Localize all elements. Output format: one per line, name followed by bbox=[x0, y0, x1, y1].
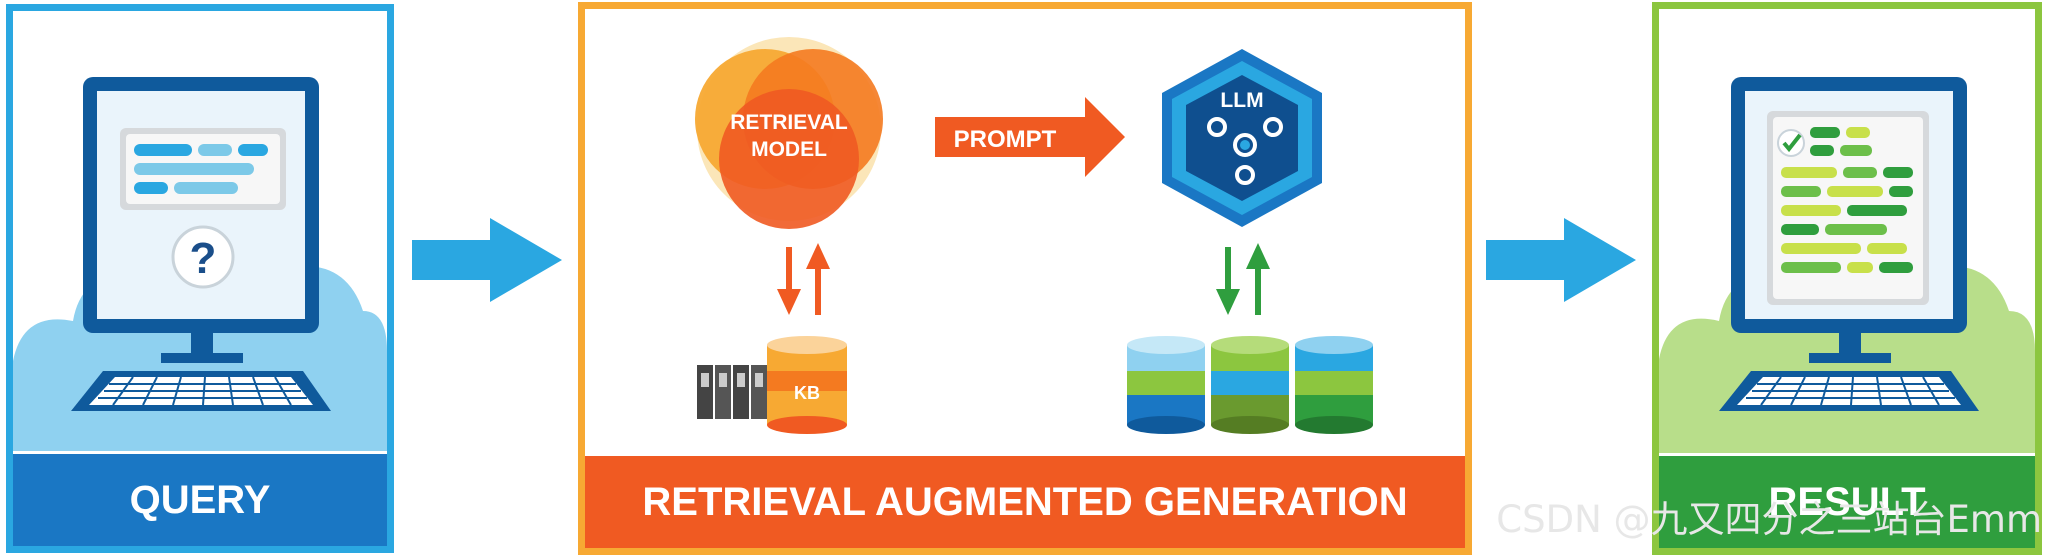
watermark: CSDN @九又四分之三站台Emm bbox=[1496, 498, 2042, 541]
result-label: RESULT bbox=[1768, 479, 1926, 524]
llm-db-arrows bbox=[1216, 243, 1270, 315]
knowledge-base-icon bbox=[767, 336, 847, 434]
retrieval-model-label-2: MODEL bbox=[751, 138, 827, 161]
prompt-label: PROMPT bbox=[954, 126, 1057, 153]
retrieval-model-label-1: RETRIEVAL bbox=[730, 111, 848, 134]
rag-footer: RETRIEVAL AUGMENTED GENERATION bbox=[585, 456, 1465, 548]
svg-text:?: ? bbox=[190, 234, 217, 283]
result-panel: RESULT bbox=[1652, 2, 2042, 555]
question-icon bbox=[171, 225, 235, 289]
prompt-arrow bbox=[935, 97, 1125, 177]
result-lines bbox=[1781, 127, 1913, 273]
query-computer-illustration: ? bbox=[13, 77, 387, 451]
query-panel: ? QUERY bbox=[6, 4, 394, 553]
database-icon-1 bbox=[1127, 336, 1205, 434]
rag-label: RETRIEVAL AUGMENTED GENERATION bbox=[642, 479, 1408, 524]
flow-arrow-2 bbox=[1486, 218, 1636, 302]
binders-icon bbox=[697, 365, 767, 419]
database-icon-3 bbox=[1295, 336, 1373, 434]
query-footer: QUERY bbox=[13, 454, 387, 546]
retrieval-kb-arrows bbox=[777, 243, 830, 315]
query-label: QUERY bbox=[129, 477, 271, 522]
flow-arrow-1 bbox=[412, 218, 562, 302]
result-footer: RESULT bbox=[1659, 456, 2035, 548]
gears-icon bbox=[1207, 117, 1283, 185]
checkmark-icon bbox=[1777, 129, 1805, 157]
rag-panel: RETRIEVAL MODEL PROMPT LLM bbox=[578, 2, 1472, 555]
result-computer-illustration bbox=[1659, 77, 2035, 453]
llm-label: LLM bbox=[1220, 89, 1263, 112]
rag-illustration: RETRIEVAL MODEL PROMPT LLM bbox=[695, 37, 1373, 434]
database-icon-2 bbox=[1211, 336, 1289, 434]
kb-label: KB bbox=[794, 383, 820, 403]
